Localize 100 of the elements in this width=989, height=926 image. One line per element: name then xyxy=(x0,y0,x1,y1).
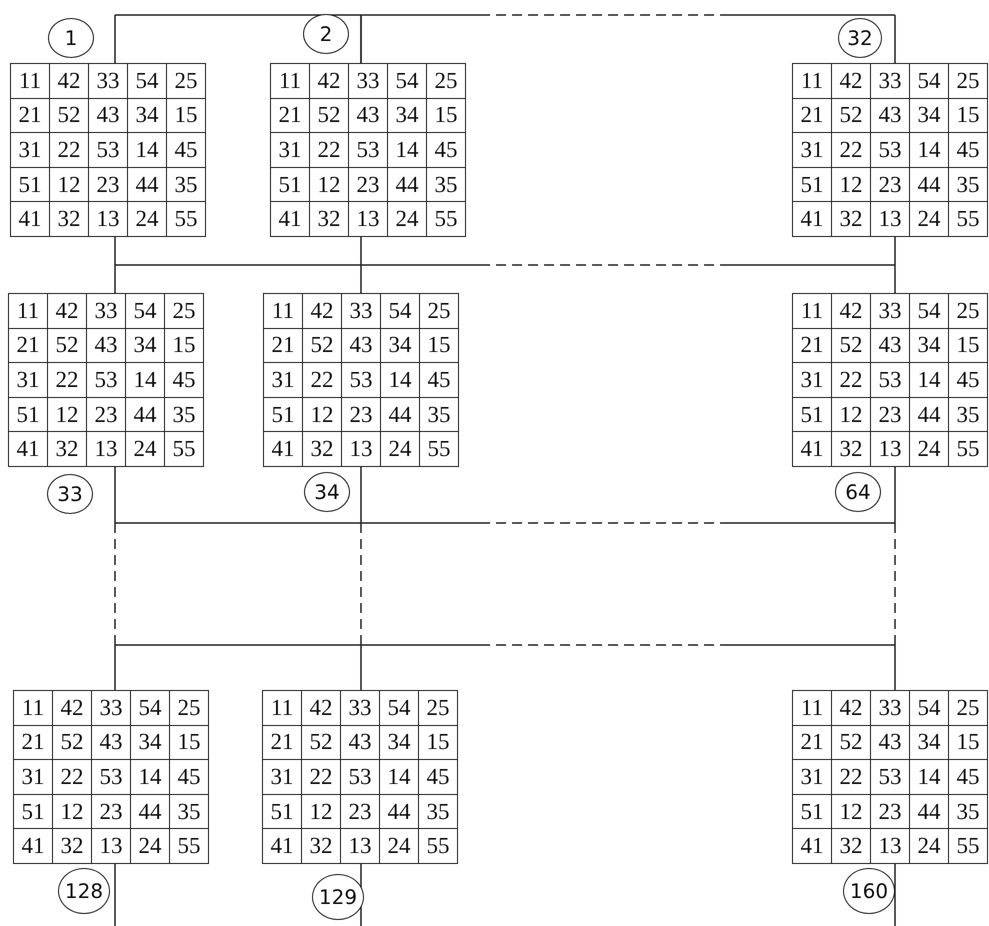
number-grid xyxy=(8,293,204,467)
table-cell: 23 xyxy=(871,794,910,830)
table-cell: 43 xyxy=(87,328,126,364)
table-cell: 31 xyxy=(271,133,310,168)
table-cell: 32 xyxy=(302,829,341,864)
table-cell: 54 xyxy=(910,294,949,329)
table-cell: 31 xyxy=(9,363,48,398)
table-cell: 42 xyxy=(303,294,342,329)
table-cell: 15 xyxy=(949,328,988,364)
table-cell: 54 xyxy=(910,64,949,99)
table-cell: 31 xyxy=(14,760,53,795)
connector-line xyxy=(114,14,362,63)
table-cell: 51 xyxy=(793,794,832,830)
table-cell: 43 xyxy=(349,98,388,134)
number-grid xyxy=(13,690,209,864)
table-cell: 55 xyxy=(170,829,209,864)
table-cell: 35 xyxy=(165,398,204,432)
table-cell: 43 xyxy=(89,98,128,134)
table-cell: 24 xyxy=(910,432,949,467)
number-grid xyxy=(262,690,458,864)
connector-line xyxy=(114,237,116,293)
table-cell: 14 xyxy=(381,363,420,398)
table-cell: 53 xyxy=(871,363,910,398)
table-cell: 33 xyxy=(871,691,910,726)
table-cell: 44 xyxy=(128,168,167,202)
table-cell: 52 xyxy=(832,726,871,760)
table-cell: 23 xyxy=(349,168,388,202)
table-cell: 31 xyxy=(793,363,832,398)
table-cell: 22 xyxy=(50,133,89,168)
table-cell: 31 xyxy=(793,760,832,795)
table-cell: 15 xyxy=(419,726,458,760)
table-cell: 23 xyxy=(341,794,380,830)
table-cell: 35 xyxy=(170,794,209,830)
table-cell: 24 xyxy=(128,202,167,237)
table-cell: 32 xyxy=(50,202,89,237)
table-cell: 13 xyxy=(87,432,126,467)
table-cell: 13 xyxy=(92,829,131,864)
table-cell: 43 xyxy=(871,98,910,134)
table-cell: 55 xyxy=(420,432,459,467)
table-cell: 44 xyxy=(131,794,170,830)
table-cell: 54 xyxy=(381,294,420,329)
table-cell: 34 xyxy=(380,726,419,760)
connector-line xyxy=(114,467,116,690)
table-cell: 52 xyxy=(832,98,871,134)
table-cell: 43 xyxy=(871,328,910,364)
table-cell: 52 xyxy=(50,98,89,134)
table-cell: 54 xyxy=(128,64,167,99)
table-cell: 14 xyxy=(128,133,167,168)
table-cell: 44 xyxy=(380,794,419,830)
circled-number: 64 xyxy=(835,472,881,512)
table-cell: 13 xyxy=(871,829,910,864)
table-cell: 12 xyxy=(310,168,349,202)
number-grid xyxy=(270,63,466,237)
table-cell: 51 xyxy=(793,398,832,432)
table-cell: 45 xyxy=(420,363,459,398)
table-cell: 21 xyxy=(11,98,50,134)
table-cell: 55 xyxy=(949,432,988,467)
table-cell: 24 xyxy=(381,432,420,467)
table-cell: 34 xyxy=(388,98,427,134)
table-cell: 15 xyxy=(167,98,206,134)
table-cell: 14 xyxy=(910,363,949,398)
number-grid xyxy=(263,293,459,467)
table-cell: 15 xyxy=(165,328,204,364)
table-cell: 51 xyxy=(11,168,50,202)
table-cell: 14 xyxy=(910,133,949,168)
table-cell: 42 xyxy=(50,64,89,99)
table-cell: 43 xyxy=(341,726,380,760)
table-cell: 35 xyxy=(167,168,206,202)
table-cell: 33 xyxy=(341,691,380,726)
table-cell: 15 xyxy=(170,726,209,760)
table-cell: 52 xyxy=(310,98,349,134)
table-cell: 13 xyxy=(871,432,910,467)
table-cell: 22 xyxy=(303,363,342,398)
table-cell: 11 xyxy=(263,691,302,726)
table-cell: 31 xyxy=(263,760,302,795)
table-cell: 25 xyxy=(170,691,209,726)
table-cell: 52 xyxy=(303,328,342,364)
connector-line xyxy=(360,237,362,293)
table-cell: 33 xyxy=(87,294,126,329)
table-cell: 11 xyxy=(271,64,310,99)
table-cell: 25 xyxy=(949,691,988,726)
table-cell: 24 xyxy=(131,829,170,864)
table-cell: 12 xyxy=(48,398,87,432)
table-cell: 21 xyxy=(793,98,832,134)
table-cell: 35 xyxy=(949,794,988,830)
table-cell: 23 xyxy=(342,398,381,432)
table-cell: 54 xyxy=(388,64,427,99)
table-cell: 13 xyxy=(341,829,380,864)
table-cell: 12 xyxy=(832,794,871,830)
table-cell: 53 xyxy=(871,760,910,795)
table-cell: 34 xyxy=(910,98,949,134)
table-cell: 22 xyxy=(832,760,871,795)
table-cell: 12 xyxy=(50,168,89,202)
table-cell: 22 xyxy=(832,363,871,398)
table-cell: 45 xyxy=(949,133,988,168)
table-cell: 52 xyxy=(302,726,341,760)
table-cell: 15 xyxy=(949,98,988,134)
table-cell: 14 xyxy=(131,760,170,795)
number-grid xyxy=(10,63,206,237)
table-cell: 41 xyxy=(793,432,832,467)
